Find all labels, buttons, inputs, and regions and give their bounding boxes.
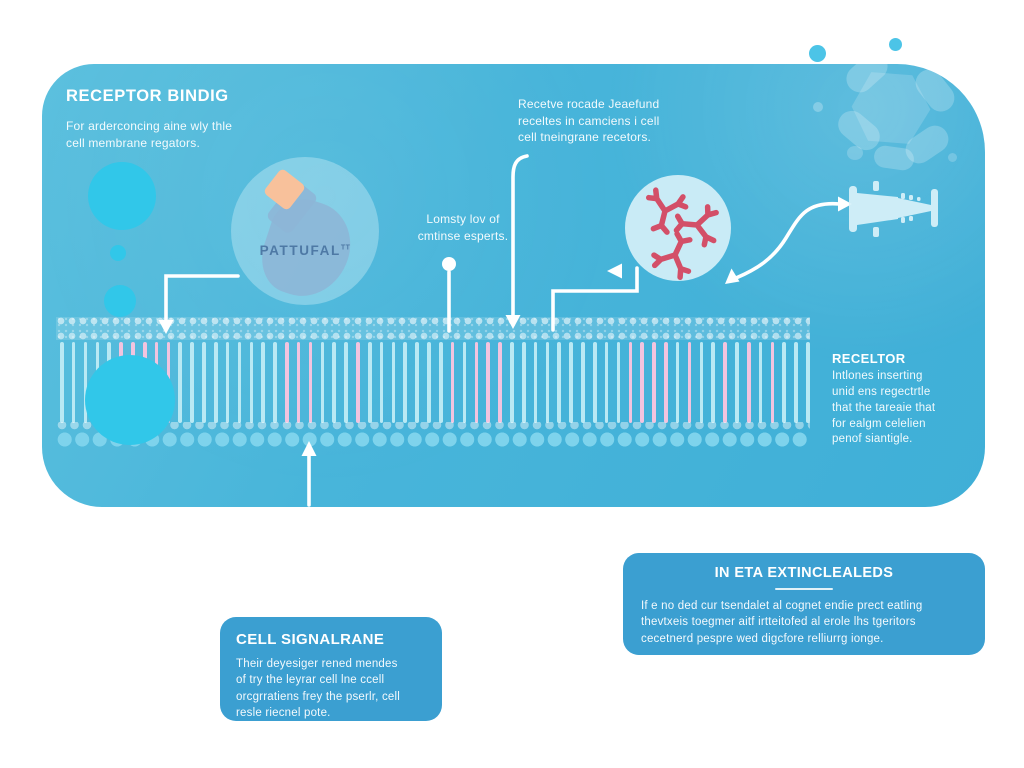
hexagon-molecule-icon: [828, 47, 978, 175]
membrane-bar: [273, 342, 277, 423]
membrane-bar: [770, 342, 775, 423]
membrane-bar: [616, 342, 621, 423]
membrane-bar: [486, 342, 490, 423]
membrane-bar: [249, 342, 254, 423]
membrane-bar: [569, 342, 573, 423]
membrane-bar: [213, 342, 218, 423]
cell-signaling-box: CELL SIGNALRANE Their deyesiger rened me…: [220, 617, 442, 721]
membrane-bar: [521, 342, 526, 423]
membrane-bar: [581, 342, 585, 423]
extracellular-box: IN ETA EXTINCLEALEDS If e no ded cur tse…: [623, 553, 985, 655]
membrane-bar: [415, 342, 419, 423]
membrane-bar: [296, 342, 301, 423]
bubble-decoration: [847, 146, 863, 160]
cell-signaling-body: Their deyesiger rened mendes of try the …: [236, 658, 401, 719]
membrane-bar: [711, 342, 715, 423]
membrane-bar: [687, 342, 692, 423]
receptor-note-body: Intlones inserting unid ens regectrtle t…: [832, 370, 936, 446]
membrane-bar: [379, 342, 384, 423]
membrane-bar: [557, 342, 562, 423]
membrane-bar: [285, 342, 289, 423]
top-center-note: Recetve rocade Jeaefund receltes in camc…: [518, 97, 660, 145]
bubble-decoration: [889, 38, 902, 51]
membrane-bar: [320, 342, 325, 423]
membrane-bar: [439, 342, 443, 423]
cell-circle: [104, 285, 136, 317]
membrane-bar: [592, 342, 597, 423]
membrane-bar: [699, 342, 704, 423]
membrane-bar: [628, 342, 633, 423]
membrane-bar: [190, 342, 194, 423]
membrane-bar: [178, 342, 183, 423]
membrane-bar: [735, 342, 739, 423]
extracellular-body: If e no ded cur tsendalet al cognet endi…: [641, 600, 923, 645]
membrane-bar: [533, 342, 538, 423]
membrane-bar: [391, 342, 396, 423]
membrane-bar: [450, 342, 455, 423]
flask-badge: PATTUFALTT: [231, 157, 379, 308]
membrane-bar: [498, 342, 502, 423]
membrane-bar: [675, 342, 680, 423]
membrane-bar: [794, 342, 798, 423]
membrane-bar: [640, 342, 644, 423]
membrane-bar: [83, 342, 88, 423]
heading-divider: [775, 588, 833, 590]
cell-circle: [88, 162, 156, 230]
membrane-bar: [664, 342, 668, 423]
membrane-bar: [545, 342, 550, 423]
cell-circle: [110, 245, 126, 261]
membrane-bar: [225, 342, 230, 423]
extracellular-heading: IN ETA EXTINCLEALEDS: [714, 565, 894, 581]
bubble-decoration: [813, 102, 823, 112]
membrane-bar: [806, 342, 810, 423]
intro-text: For arderconcing aine wly thle cell memb…: [66, 119, 233, 150]
membrane-bar: [308, 342, 313, 423]
membrane-bar: [237, 342, 242, 423]
cell-signaling-heading: CELL SIGNALRANE: [236, 631, 385, 648]
membrane-inner-edge: [56, 422, 810, 431]
membrane-bar: [202, 342, 206, 423]
membrane-bar: [474, 342, 479, 423]
membrane-bar: [427, 342, 431, 423]
membrane-bar: [261, 342, 265, 423]
bubble-decoration: [948, 153, 957, 162]
membrane-bar: [403, 342, 408, 423]
membrane-bar: [332, 342, 336, 423]
membrane-bar: [60, 342, 64, 423]
membrane-bar: [723, 342, 727, 423]
membrane-bar: [782, 342, 787, 423]
membrane-bar: [367, 342, 372, 423]
pattufal-label: PATTUFALTT: [259, 243, 351, 258]
membrane-bar: [344, 342, 348, 423]
membrane-outer-layer: [56, 317, 810, 340]
receptor-note: RECELTOR Intlones inserting unid ens reg…: [832, 351, 972, 448]
cell-circle-large: [85, 355, 175, 445]
membrane-bar: [652, 342, 656, 423]
membrane-bar: [746, 342, 751, 423]
antibody-badge: [625, 175, 731, 281]
page-title: RECEPTOR BINDIG: [66, 87, 229, 105]
antibody-molecule-icon: [625, 175, 731, 281]
membrane-bar: [71, 342, 76, 423]
membrane-bar: [510, 342, 514, 423]
membrane-bar: [604, 342, 609, 423]
receptor-note-heading: RECELTOR: [832, 351, 906, 366]
membrane-bar: [462, 342, 467, 423]
bubble-decoration: [809, 45, 826, 62]
membrane-inner-dots: [56, 431, 810, 449]
enzyme-note: Lomsty lov of cmtinse esperts.: [417, 212, 509, 243]
membrane-bar: [356, 342, 360, 423]
membrane-bar: [758, 342, 763, 423]
